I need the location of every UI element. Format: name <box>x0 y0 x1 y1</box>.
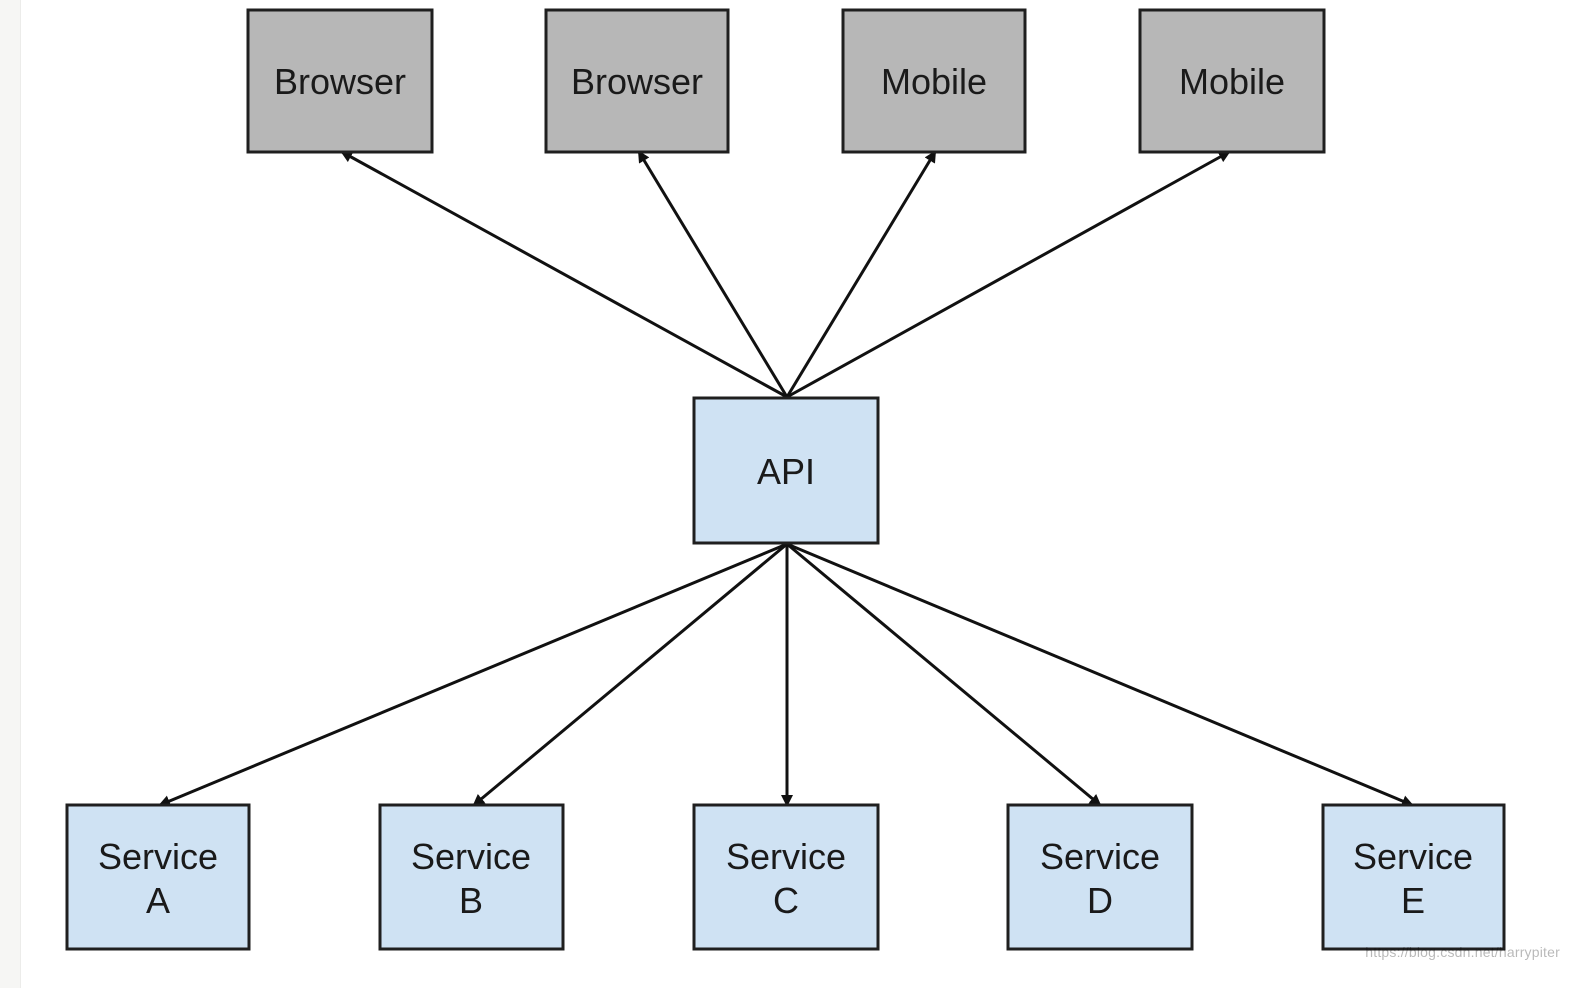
service-label-line2: C <box>773 880 799 921</box>
client-label: Mobile <box>881 61 987 102</box>
edge-api-to-service-a <box>158 542 788 807</box>
client-node-mobile-2: Mobile <box>1138 8 1326 154</box>
edge-api-to-service-b <box>472 542 788 807</box>
service-label-line2: A <box>146 880 170 921</box>
service-label-line1: Service <box>98 836 218 877</box>
service-node-c: Service C <box>692 803 880 951</box>
edge-api-to-browser-2 <box>637 150 789 398</box>
client-label: Browser <box>274 61 406 102</box>
api-label: API <box>757 451 815 492</box>
edges <box>158 150 1414 807</box>
page-margin-strip <box>0 0 21 988</box>
service-node-b: Service B <box>378 803 565 951</box>
service-label-line1: Service <box>1040 836 1160 877</box>
edge-api-to-service-d <box>786 542 1102 807</box>
client-label: Mobile <box>1179 61 1285 102</box>
service-node-d: Service D <box>1006 803 1194 951</box>
client-node-browser-2: Browser <box>544 8 730 154</box>
service-node-e: Service E <box>1321 803 1506 951</box>
service-node-a: Service A <box>65 803 251 951</box>
client-label: Browser <box>571 61 703 102</box>
edge-api-to-mobile-2 <box>786 150 1231 399</box>
service-label-line2: D <box>1087 880 1113 921</box>
edge-api-to-service-e <box>786 542 1414 807</box>
edge-api-to-browser-1 <box>340 150 788 399</box>
service-label-line1: Service <box>1353 836 1473 877</box>
service-label-line1: Service <box>411 836 531 877</box>
watermark-url: https://blog.csdn.net/harrypiter <box>1365 944 1560 960</box>
service-label-line2: B <box>459 880 483 921</box>
service-label-line2: E <box>1401 880 1425 921</box>
service-label-line1: Service <box>726 836 846 877</box>
edge-api-to-mobile-1 <box>785 150 937 398</box>
api-node: API <box>692 396 880 545</box>
client-node-mobile-1: Mobile <box>841 8 1027 154</box>
client-node-browser-1: Browser <box>246 8 434 154</box>
